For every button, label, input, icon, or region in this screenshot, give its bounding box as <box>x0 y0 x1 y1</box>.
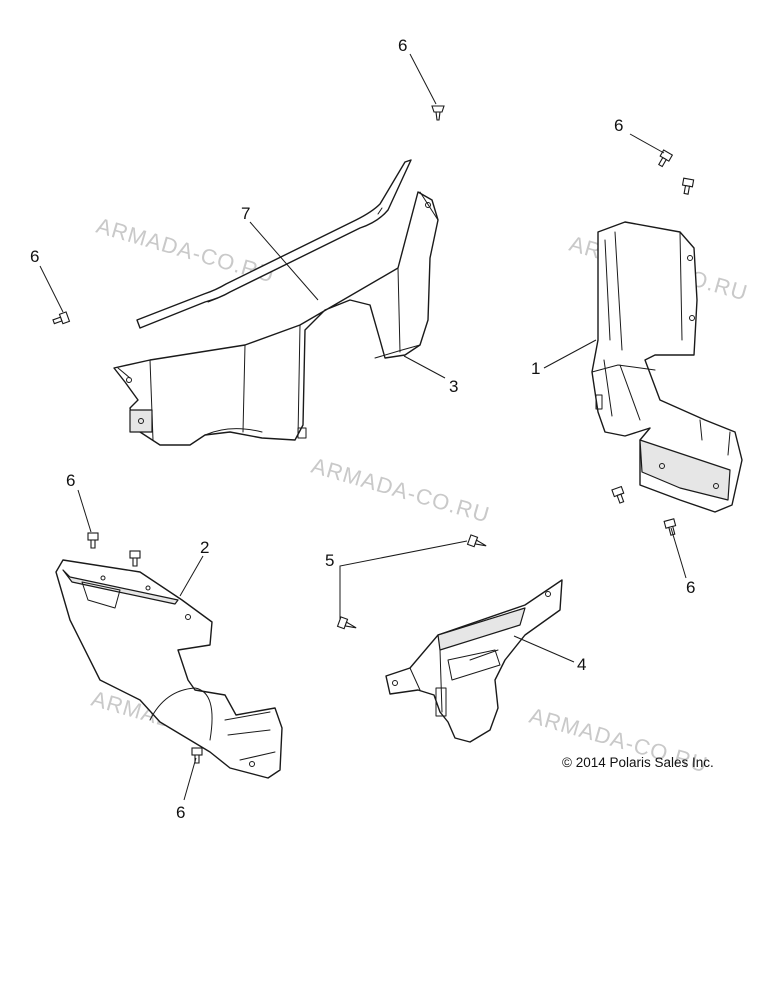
fasteners <box>52 105 695 764</box>
part-3-dash-panel <box>113 191 439 446</box>
callout-number: 7 <box>241 204 250 223</box>
bolt-icon <box>52 311 71 325</box>
callout-number: 6 <box>686 578 695 597</box>
callout-number: 6 <box>176 803 185 822</box>
callout-labels: 6 6 7 6 3 1 6 2 5 6 4 6 <box>30 36 695 822</box>
callout-number: 6 <box>398 36 407 55</box>
bolt-icon <box>129 550 141 567</box>
screw-icon <box>336 616 357 630</box>
watermark-text: ARMADA-CO.RU <box>309 453 493 528</box>
callout-number: 5 <box>325 551 334 570</box>
callout-number: 1 <box>531 359 540 378</box>
callout-number: 3 <box>449 377 458 396</box>
bolt-icon <box>87 532 99 549</box>
callout-number: 6 <box>66 471 75 490</box>
callout-number: 6 <box>614 116 623 135</box>
callout-number: 6 <box>30 247 39 266</box>
screw-icon <box>466 534 487 548</box>
push-rivet-icon <box>431 105 445 121</box>
bolt-icon <box>663 518 677 536</box>
part-1-right-panel <box>591 221 743 513</box>
bolt-icon <box>658 149 674 168</box>
part-7-trim-strip <box>136 159 412 329</box>
bolt-icon <box>681 177 695 195</box>
callout-number: 2 <box>200 538 209 557</box>
copyright-notice: © 2014 Polaris Sales Inc. <box>562 755 714 770</box>
leader-lines <box>39 53 687 801</box>
bolt-icon <box>191 747 203 764</box>
bolt-icon <box>611 485 625 504</box>
part-4-center-panel <box>385 579 563 743</box>
callout-number: 4 <box>577 655 586 674</box>
part-2-left-panel <box>55 559 283 779</box>
